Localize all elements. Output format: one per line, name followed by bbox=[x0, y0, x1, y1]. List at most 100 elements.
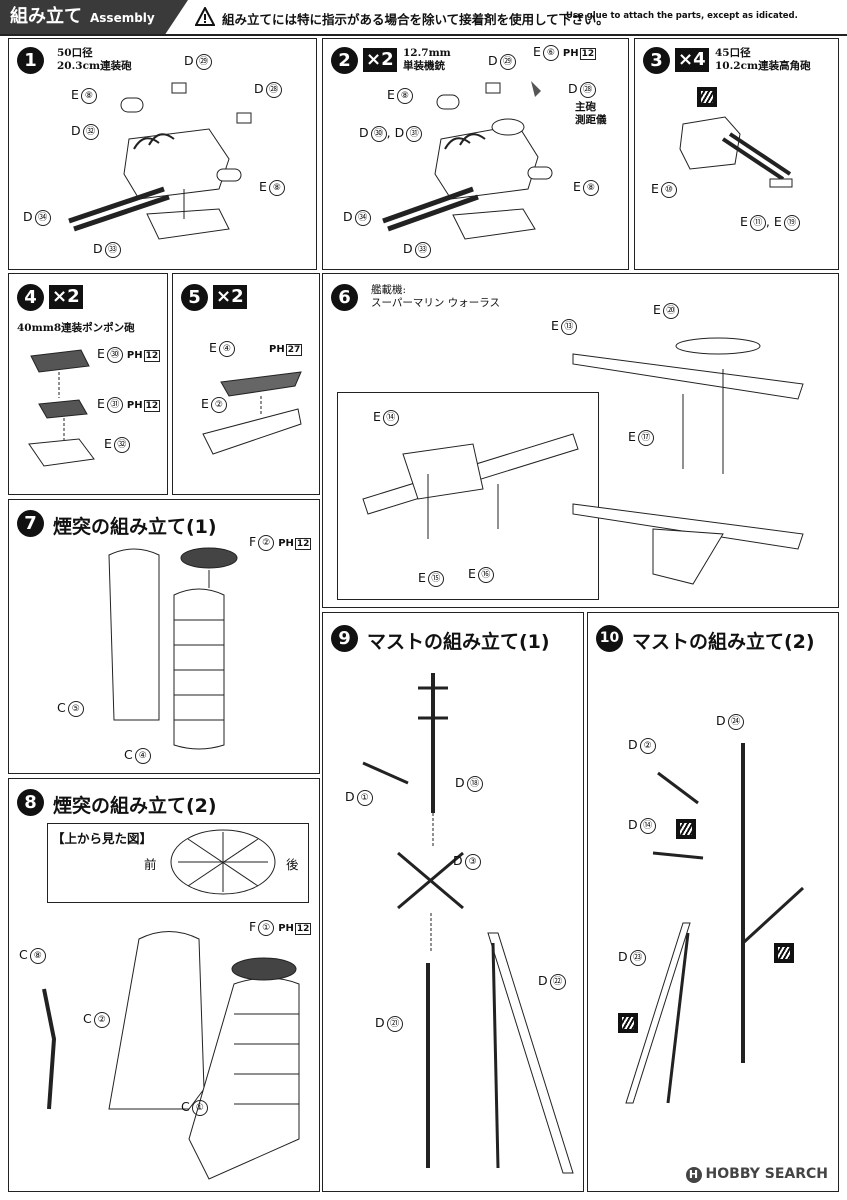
funnel-1-drawing bbox=[108, 547, 238, 750]
side-note-line: 測距儀 bbox=[575, 114, 607, 126]
step-number: 9 bbox=[331, 625, 358, 652]
glue-note-jp: 組み立てには特に指示がある場合を除いて接着剤を使用して下さい。 bbox=[222, 12, 609, 27]
step-number: 8 bbox=[17, 789, 44, 816]
step-number: 5 bbox=[181, 284, 208, 311]
step-number: 2 bbox=[331, 47, 358, 74]
step-caption: 50口径 20.3cm連装砲 bbox=[57, 47, 132, 73]
pompom-drawing bbox=[28, 349, 95, 467]
caption-line: 10.2cm連装高角砲 bbox=[715, 60, 811, 72]
step-caption: 45口径 10.2cm連装高角砲 bbox=[715, 47, 811, 73]
turret-with-mg-drawing bbox=[382, 81, 553, 240]
walrus-aircraft-drawing bbox=[362, 337, 804, 585]
twin-gun-turret-drawing bbox=[68, 82, 252, 240]
funnel-top-view-drawing bbox=[170, 829, 276, 895]
mast-2-drawing bbox=[625, 743, 805, 1104]
step-number: 1 bbox=[17, 47, 44, 74]
warning-icon bbox=[195, 7, 215, 26]
mast-1-drawing bbox=[362, 673, 574, 1174]
step-title: 煙突の組み立て(1) bbox=[53, 516, 217, 538]
paint-mark-icon bbox=[618, 1013, 638, 1033]
caption-line: 12.7mm bbox=[403, 47, 451, 59]
caption-line: 単装機銃 bbox=[403, 60, 445, 72]
step-title: 煙突の組み立て(2) bbox=[53, 795, 217, 817]
step-title: マストの組み立て(2) bbox=[632, 631, 815, 653]
side-note-line: 主砲 bbox=[575, 101, 596, 113]
step-number: 3 bbox=[643, 47, 670, 74]
funnel-2-drawing bbox=[42, 931, 300, 1180]
title-jp: 組み立て bbox=[10, 6, 82, 27]
paint-mark-icon bbox=[697, 87, 717, 107]
step-number: 4 bbox=[17, 284, 44, 311]
step-number: 6 bbox=[331, 284, 358, 311]
quantity-badge: ×2 bbox=[49, 285, 83, 309]
paint-mark-icon bbox=[676, 819, 696, 839]
quantity-badge: ×2 bbox=[363, 48, 397, 72]
step-caption: 艦載機: スーパーマリン ウォーラス bbox=[371, 284, 500, 310]
front-label: 前 bbox=[144, 857, 157, 872]
caption-line: 45口径 bbox=[715, 47, 751, 59]
quantity-badge: ×2 bbox=[213, 285, 247, 309]
step-caption: 40mm8連装ポンポン砲 bbox=[17, 322, 135, 335]
glue-note-en: Use glue to attach the parts, except as … bbox=[566, 11, 798, 21]
step-title: マストの組み立て(1) bbox=[367, 631, 550, 653]
paint-mark-icon bbox=[774, 943, 794, 963]
caption-line: スーパーマリン ウォーラス bbox=[371, 297, 501, 309]
side-note: 主砲 測距儀 bbox=[575, 101, 607, 127]
caption-line: 50口径 bbox=[57, 47, 93, 59]
step-number: 10 bbox=[596, 625, 623, 652]
inset-title: 【上から見た図】 bbox=[52, 831, 153, 846]
step-caption: 12.7mm 単装機銃 bbox=[403, 47, 451, 73]
rear-label: 後 bbox=[286, 857, 299, 872]
